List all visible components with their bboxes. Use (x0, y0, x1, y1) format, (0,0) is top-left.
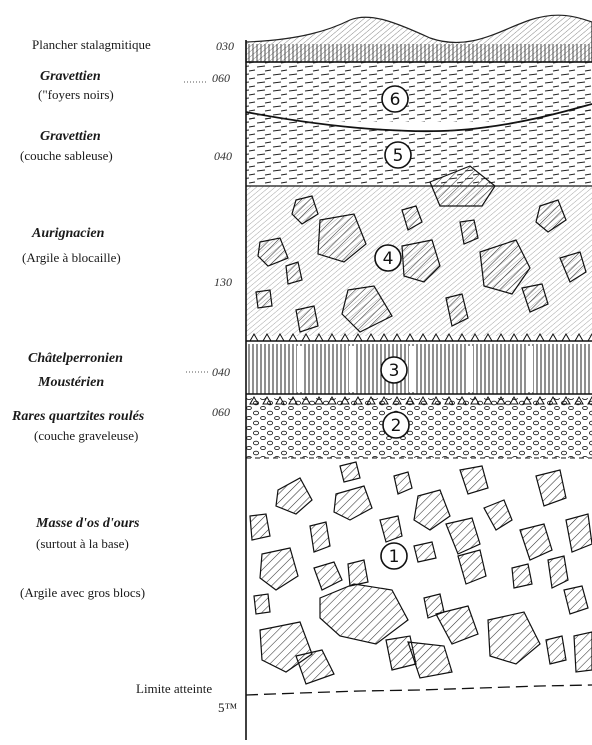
badge-6: 6 (382, 86, 408, 112)
thickness-0-40-b: 0⁠40 (212, 365, 230, 379)
stalagmite-floor-band (246, 44, 592, 62)
svg-text:1: 1 (389, 547, 400, 567)
badge-3: 3 (381, 357, 407, 383)
svg-text:4: 4 (383, 249, 394, 269)
sublabel-foyers-noirs: ("foyers noirs) (38, 87, 114, 102)
svg-text:2: 2 (391, 416, 402, 436)
label-mousterien: Moustérien (37, 375, 104, 390)
label-gravettien-6: Gravettien (40, 69, 101, 84)
badge-4: 4 (375, 245, 401, 271)
limit-line (246, 685, 592, 695)
svg-text:6: 6 (390, 90, 401, 110)
thickness-1-30: 1⁠30 (214, 275, 232, 289)
badge-5: 5 (385, 142, 411, 168)
svg-text:5: 5 (393, 146, 404, 166)
sublabel-argile-blocaille: (Argile à blocaille) (22, 250, 121, 265)
svg-text:3: 3 (389, 361, 400, 381)
thickness-0-60-b: 0⁠60 (212, 405, 230, 419)
label-limite-atteinte: Limite atteinte (136, 681, 212, 696)
label-chatelperronien: Châtelperronien (28, 351, 123, 366)
label-gravettien-5: Gravettien (40, 129, 101, 144)
label-depth-5m: 5™ (218, 700, 237, 715)
label-aurignacien: Aurignacien (31, 226, 105, 241)
sublabel-surtout-base: (surtout à la base) (36, 536, 129, 551)
thickness-0-30: 0⁠30 (216, 39, 234, 53)
thickness-0-40: 0⁠40 (214, 149, 232, 163)
section-column (246, 15, 592, 740)
badge-2: 2 (383, 412, 409, 438)
thickness-0-60-top: 0⁠60 (212, 71, 230, 85)
badge-1: 1 (381, 543, 407, 569)
label-masse-os-ours: Masse d'os d'ours (35, 516, 140, 531)
sublabel-argile-gros-blocs: (Argile avec gros blocs) (20, 585, 145, 600)
sublabel-couche-graveleuse: (couche graveleuse) (34, 428, 138, 443)
label-rares-quartzites: Rares quartzites roulés (11, 409, 145, 424)
layer-2 (246, 398, 592, 458)
layer-1-blocks (250, 462, 592, 684)
sublabel-couche-sableuse: (couche sableuse) (20, 148, 113, 163)
label-plancher: Plancher stalagmitique (32, 37, 151, 52)
layer-labels: Plancher stalagmitique Gravettien ("foye… (11, 37, 237, 715)
layer-6 (246, 62, 592, 122)
thickness-annotations: 0⁠30 0⁠60 0⁠40 1⁠30 0⁠40 0⁠60 (212, 39, 234, 419)
